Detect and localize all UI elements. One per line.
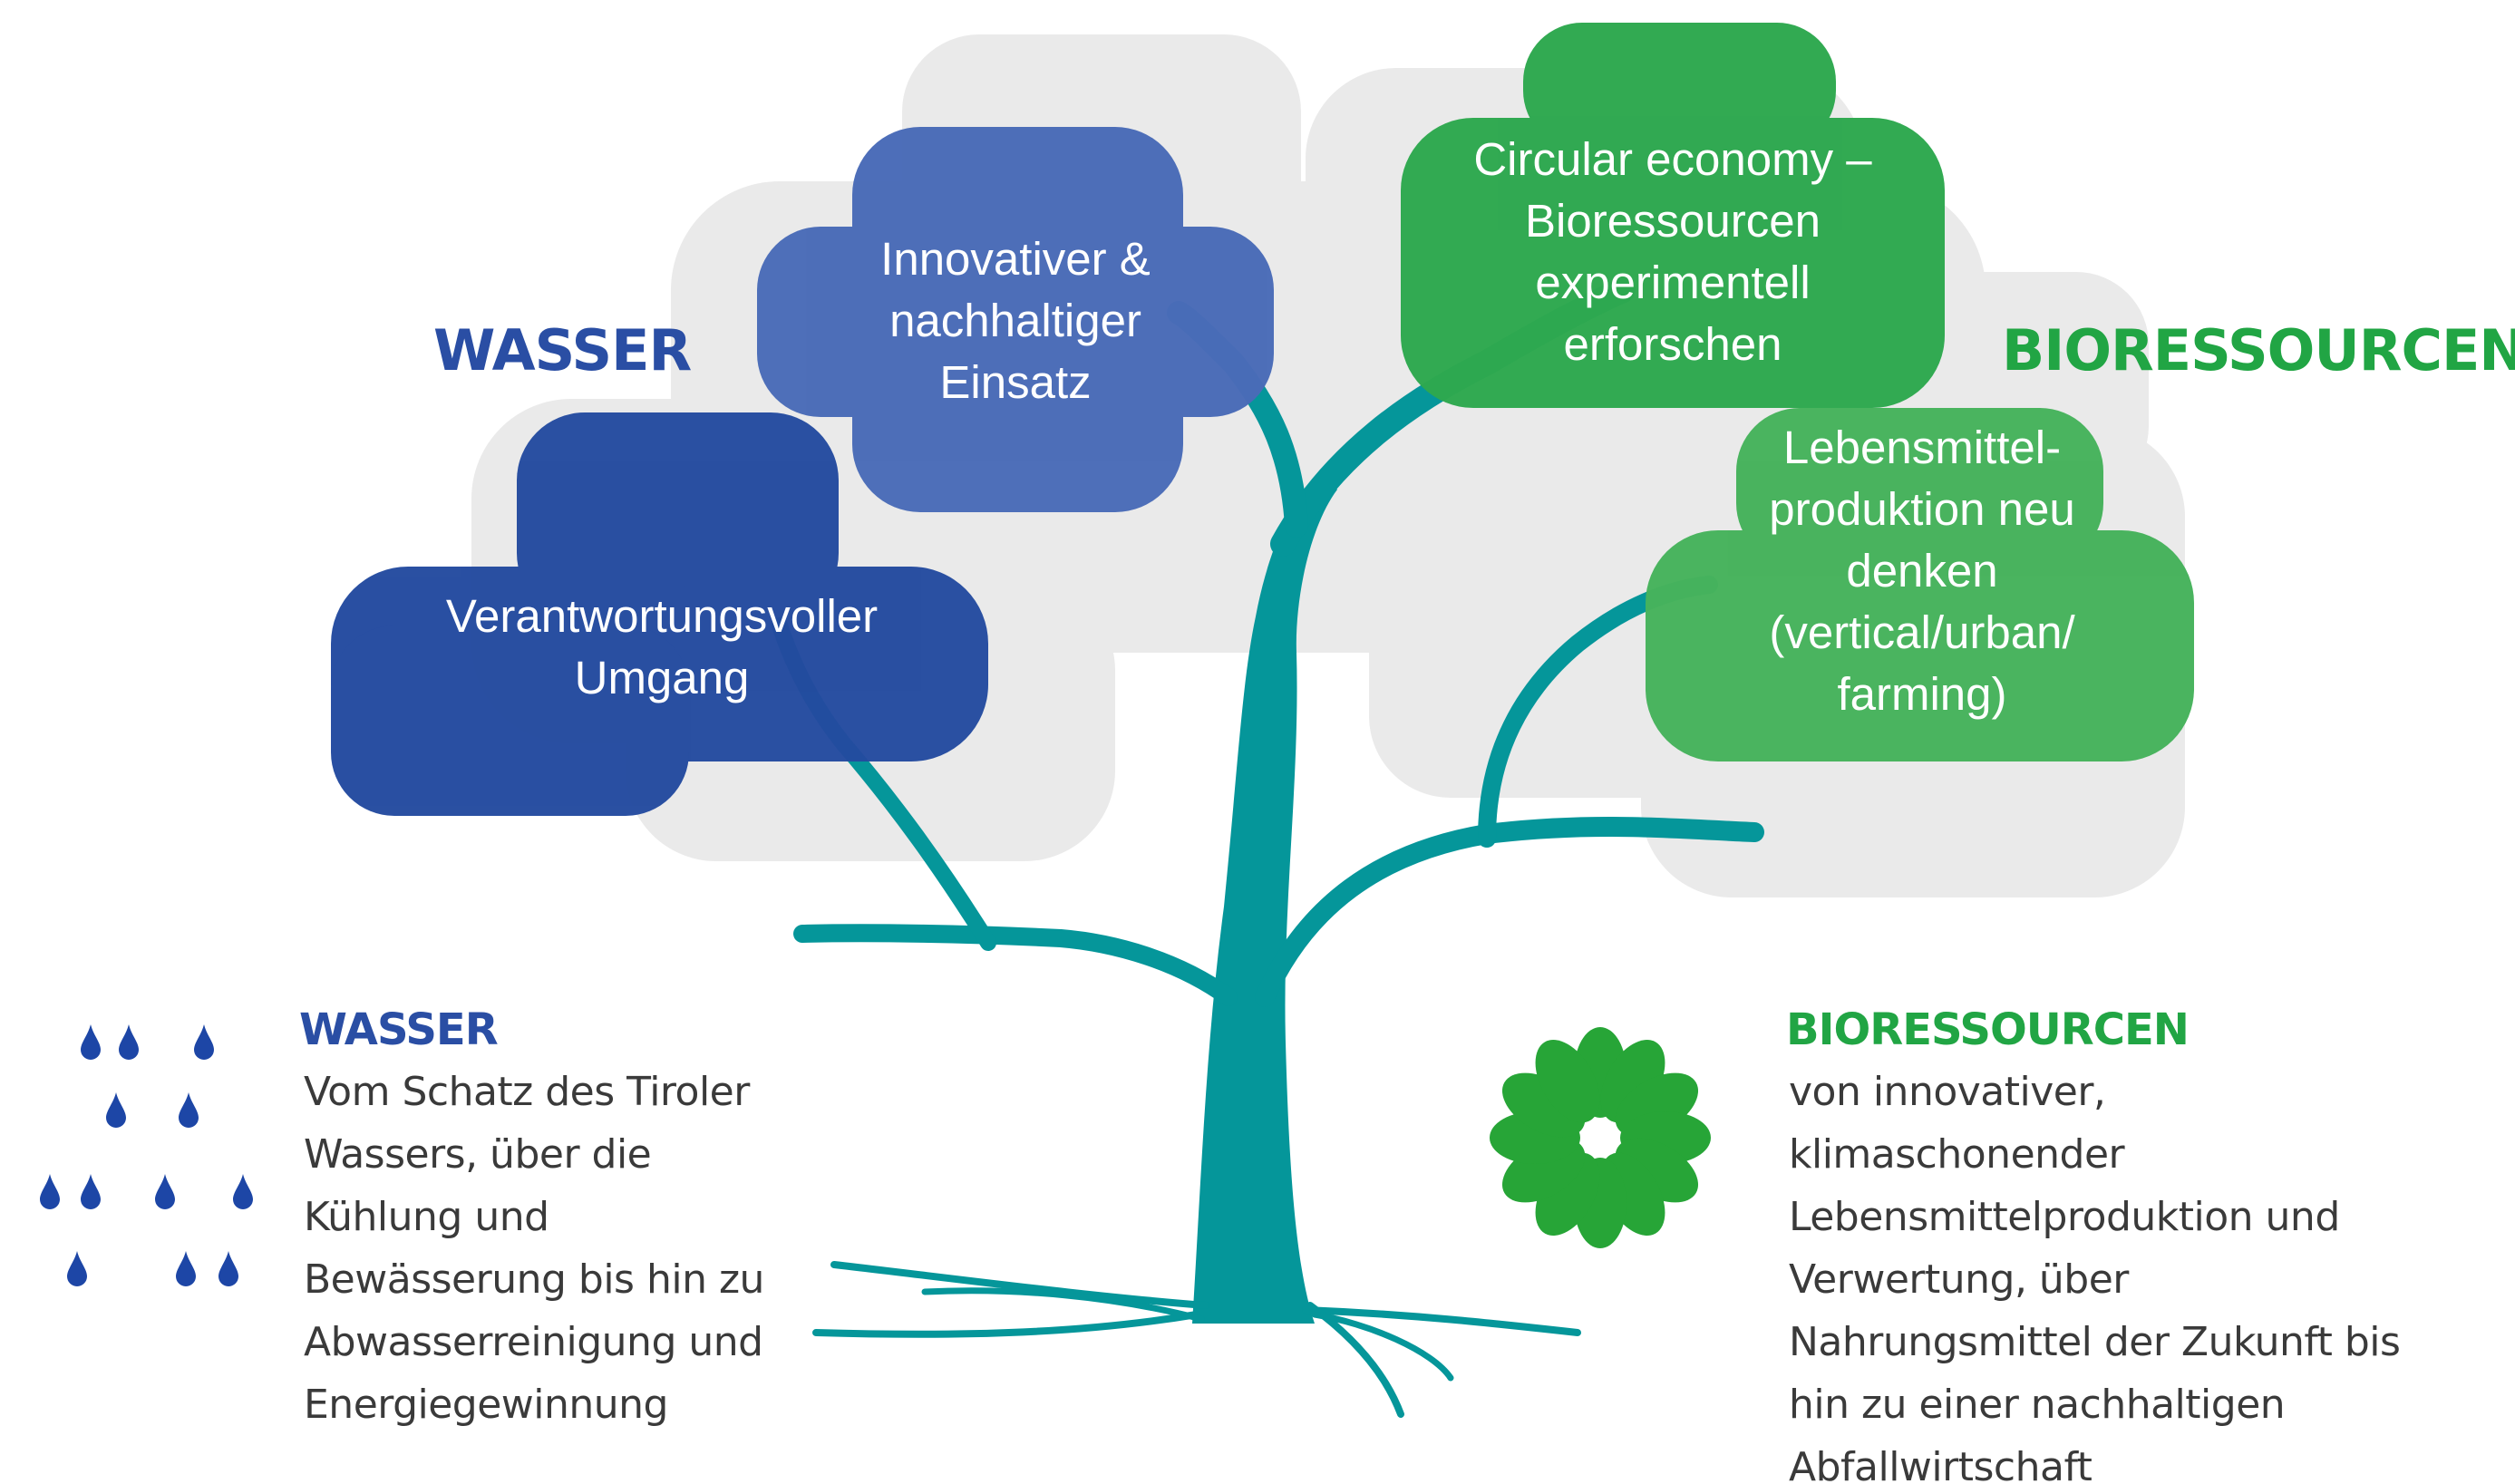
root-right-3 xyxy=(1311,1311,1454,1382)
description-line: Abfallwirtschaft xyxy=(1789,1444,2093,1484)
water-drop xyxy=(119,1024,139,1060)
flower-petal xyxy=(1535,1039,1600,1123)
description-line: klimaschonender xyxy=(1789,1131,2125,1178)
root-left-3 xyxy=(921,1287,1205,1323)
cloud-innovative-use-label: Innovativer & nachhaltiger Einsatz xyxy=(807,228,1224,413)
root-right-1 xyxy=(1302,1306,1581,1336)
water-heading: WASSER xyxy=(433,317,692,383)
root-left-2 xyxy=(812,1311,1200,1338)
cloud-circular-economy-label: Circular economy – Bioressourcen experim… xyxy=(1423,129,1922,375)
bioresources-heading: BIORESSOURCEN xyxy=(2002,317,2515,383)
description-line: Bewässerung bis hin zu xyxy=(304,1256,764,1303)
root-left-1 xyxy=(830,1261,1209,1309)
description-line: Wassers, über die xyxy=(304,1131,652,1178)
water-drop xyxy=(40,1174,60,1209)
cloud-text-line: denken xyxy=(1846,545,1998,597)
water-drop xyxy=(176,1251,196,1286)
branch-left xyxy=(793,924,1238,1006)
description-line: Abwasserreinigung und xyxy=(304,1319,763,1365)
water-drop xyxy=(218,1251,238,1286)
description-line: von innovativer, xyxy=(1789,1069,2106,1115)
cloud-innovative-use xyxy=(757,127,1274,512)
description-line: hin zu einer nachhaltigen xyxy=(1789,1382,2286,1428)
flower-center xyxy=(1586,1123,1615,1152)
water-drop xyxy=(194,1024,214,1060)
cloud-food-production-label: Lebensmittel- produktion neu denken (ver… xyxy=(1677,417,2167,725)
tree-trunk xyxy=(1192,471,1337,1324)
cloud-text-line: Circular economy – xyxy=(1473,133,1872,185)
bioresources-description: von innovativer, klimaschonender Lebensm… xyxy=(1789,1061,2401,1484)
water-subheading: WASSER xyxy=(299,1004,499,1055)
description-line: Nahrungsmittel der Zukunft bis xyxy=(1789,1319,2401,1365)
water-drop xyxy=(179,1092,199,1128)
cloud-responsible-use xyxy=(331,412,988,816)
cloud-text-line: Umgang xyxy=(574,652,750,703)
cloud-text-line: nachhaltiger xyxy=(889,295,1141,346)
water-drop xyxy=(233,1174,253,1209)
description-line: Vom Schatz des Tiroler xyxy=(304,1069,750,1115)
cloud-text-line: experimentell xyxy=(1535,257,1811,308)
cloud-circular-economy xyxy=(1401,23,1945,408)
water-drop xyxy=(155,1174,175,1209)
description-line: Kühlung und xyxy=(304,1194,549,1240)
description-line: Lebensmittelproduktion und xyxy=(1789,1194,2340,1240)
water-drop xyxy=(81,1024,101,1060)
cloud-text-line: Bioressourcen xyxy=(1525,195,1821,247)
flower-icon xyxy=(1490,1027,1711,1248)
cloud-responsible-use-label: Verantwortungsvoller Umgang xyxy=(363,586,961,709)
cloud-food-production xyxy=(1646,408,2194,761)
description-line: Energiegewinnung xyxy=(304,1382,668,1428)
cloud-text-line: produktion neu xyxy=(1769,483,2075,535)
water-drop xyxy=(67,1251,87,1286)
cloud-text-line: Innovativer & xyxy=(880,233,1151,285)
description-line: Verwertung, über xyxy=(1789,1256,2129,1303)
water-description: Vom Schatz des Tiroler Wassers, über die… xyxy=(304,1061,764,1436)
cloud-text-line: (vertical/urban/ xyxy=(1769,606,2075,658)
cloud-text-line: Einsatz xyxy=(939,356,1092,408)
cloud-text-line: Verantwortungsvoller xyxy=(445,590,879,642)
water-drop xyxy=(106,1092,126,1128)
water-drops-icon xyxy=(40,1024,253,1286)
cloud-text-line: erforschen xyxy=(1563,318,1782,370)
water-drop xyxy=(81,1174,101,1209)
bioresources-subheading: BIORESSOURCEN xyxy=(1786,1004,2190,1055)
cloud-text-line: farming) xyxy=(1837,668,2007,720)
cloud-text-line: Lebensmittel- xyxy=(1782,422,2062,473)
